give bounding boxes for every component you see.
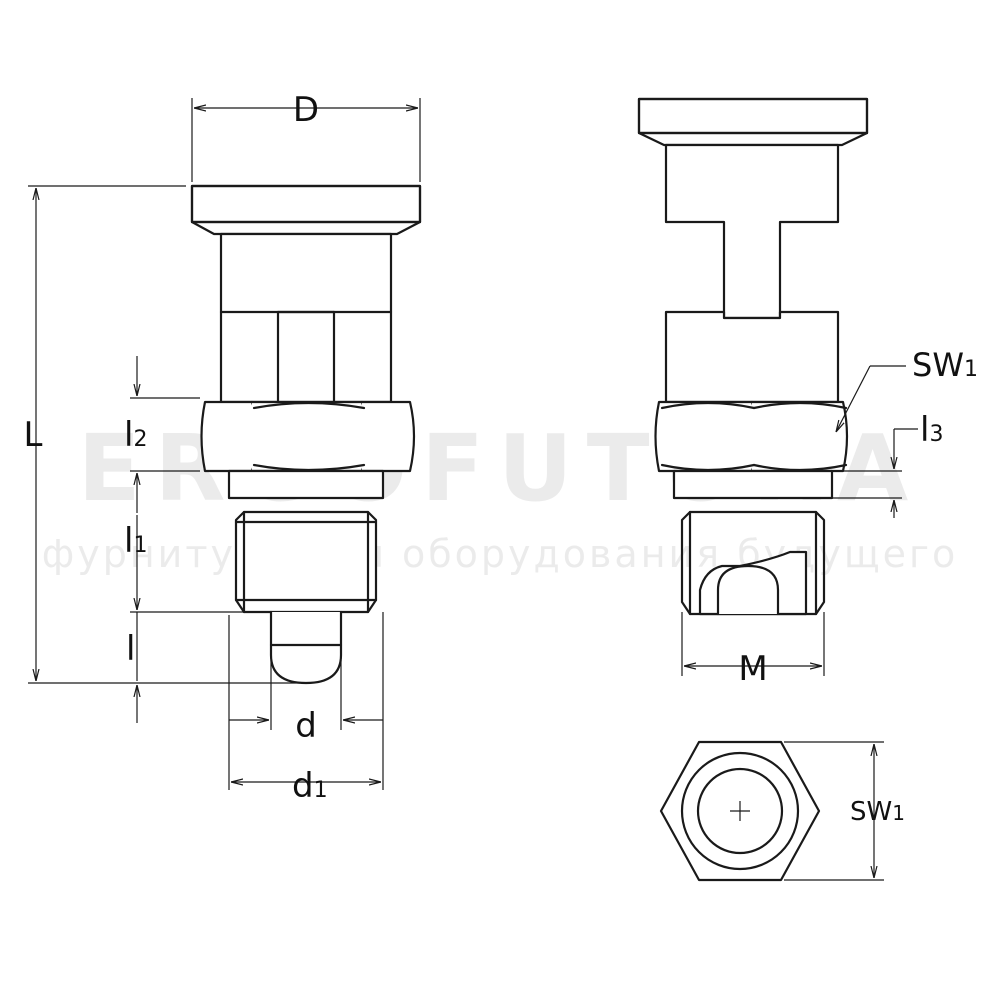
front-body [219, 232, 393, 404]
top-view [659, 740, 821, 882]
side-upper-body [664, 143, 840, 320]
front-labels: D L l2 l1 l d d1 [24, 90, 328, 806]
label-d1: d1 [292, 766, 328, 806]
side-lower-body [664, 310, 840, 404]
side-view [637, 97, 869, 616]
side-dimensions [681, 365, 918, 676]
side-thread-section [680, 510, 826, 616]
label-SW1-top: SW1 [850, 797, 905, 827]
side-hex-nut [654, 400, 849, 473]
front-dimensions [28, 98, 421, 790]
label-d: d [295, 706, 317, 746]
front-hex-nut [200, 400, 416, 473]
side-collar [672, 469, 834, 500]
label-l2: l2 [124, 415, 147, 455]
front-knob [190, 184, 422, 236]
side-labels: M SW1 l3 [738, 346, 978, 689]
label-D: D [293, 90, 319, 130]
front-thread [234, 510, 378, 614]
label-l1: l1 [124, 521, 147, 561]
label-M: M [738, 649, 767, 689]
label-l3: l3 [920, 410, 943, 450]
top-dimensions: SW1 [784, 741, 905, 881]
label-SW1-side: SW1 [912, 346, 978, 384]
watermark-tagline: фурнитура для оборудования будущего [42, 532, 959, 576]
side-knob [637, 97, 869, 147]
label-l: l [126, 629, 135, 669]
front-collar [227, 469, 385, 500]
front-pin [269, 610, 343, 685]
label-L: L [24, 415, 43, 455]
front-view [190, 184, 422, 685]
